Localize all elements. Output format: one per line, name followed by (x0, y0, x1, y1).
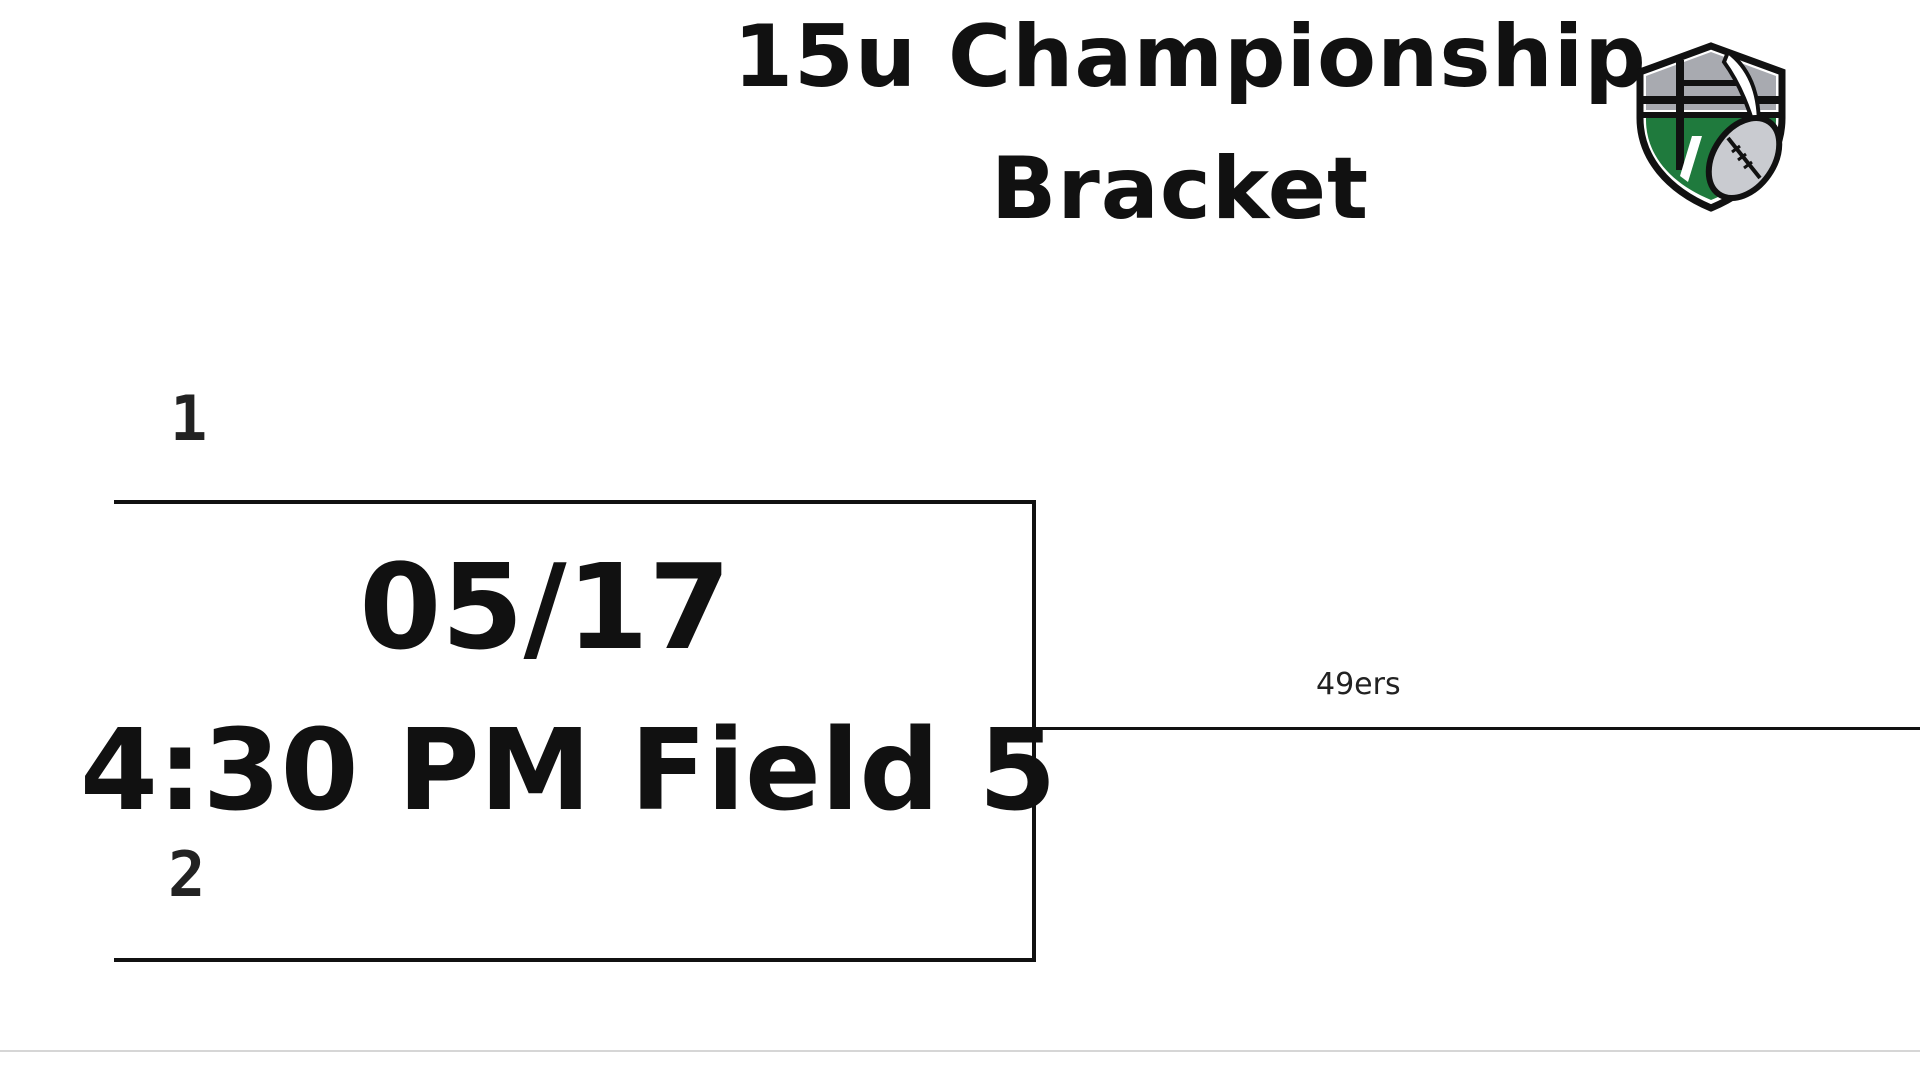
bracket-line-top (114, 500, 1036, 504)
bracket-title-line-1: 15u Championship (733, 7, 1647, 107)
bracket-line-winner (1028, 727, 1920, 730)
seed-bottom: 2 (168, 838, 206, 911)
seed-top: 1 (170, 382, 208, 455)
football-shield-logo-icon (1636, 42, 1786, 212)
bracket-line-vertical (1032, 500, 1036, 962)
bracket-line-bottom (114, 958, 1036, 962)
winner-team-label: 49ers (1316, 667, 1401, 702)
bracket-title-line-2: Bracket (990, 139, 1370, 239)
game-date: 05/17 (359, 538, 731, 676)
bottom-divider (0, 1050, 1920, 1052)
game-time-field: 4:30 PM Field 5 (80, 706, 1057, 836)
